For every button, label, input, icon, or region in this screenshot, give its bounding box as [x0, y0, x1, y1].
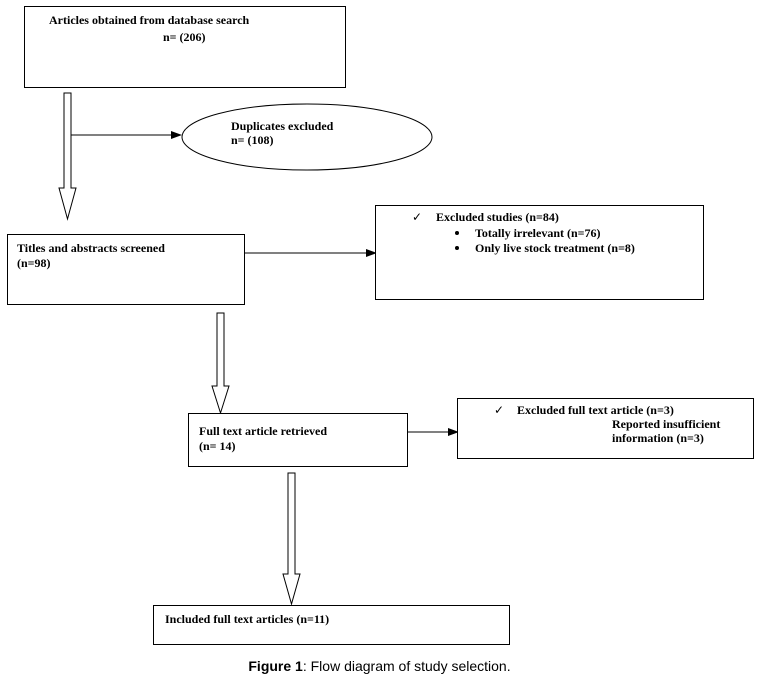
hollow-arrow-fulltext-to-included — [282, 472, 301, 606]
excluded-full-count: information (n=3) — [612, 431, 704, 445]
arrowhead-excluded-full — [448, 428, 459, 436]
excluded-studies-box — [375, 205, 704, 300]
excluded-studies-item: Only live stock treatment (n=8) — [475, 241, 635, 255]
figure-caption: Figure 1: Flow diagram of study selectio… — [0, 658, 759, 674]
titles-title: Titles and abstracts screened — [17, 241, 165, 255]
full-text-box — [188, 413, 408, 467]
excluded-full-box — [457, 398, 754, 459]
figure-label: Figure 1 — [248, 658, 303, 674]
hollow-arrow-search-to-titles — [58, 92, 77, 221]
included-title: Included full text articles (n=11) — [165, 612, 330, 626]
excluded-studies-item: Totally irrelevant (n=76) — [475, 226, 601, 240]
duplicates-ellipse — [181, 103, 433, 171]
full-text-title: Full text article retrieved — [199, 424, 328, 438]
arrowhead-excluded-studies — [366, 249, 377, 257]
arrowhead-duplicates — [171, 131, 182, 139]
check-icon: ✓ — [412, 210, 423, 224]
titles-count: (n=98) — [17, 256, 51, 270]
included-box — [153, 605, 510, 645]
search-count: n= (206) — [163, 30, 206, 44]
figure-caption-text: : Flow diagram of study selection. — [302, 658, 511, 674]
full-text-count: (n= 14) — [199, 439, 236, 453]
excluded-full-title: Excluded full text article (n=3) — [517, 403, 674, 417]
search-box — [24, 6, 346, 88]
duplicates-count: n= (108) — [231, 133, 274, 147]
excluded-full-reason: Reported insufficient — [612, 417, 721, 431]
titles-box — [7, 234, 245, 305]
check-icon: ✓ — [494, 403, 505, 417]
duplicates-title: Duplicates excluded — [231, 119, 334, 133]
bullet-icon — [455, 246, 459, 250]
bullet-icon — [455, 231, 459, 235]
search-title: Articles obtained from database search — [49, 13, 250, 27]
hollow-arrow-titles-to-fulltext — [211, 312, 230, 415]
excluded-studies-title: Excluded studies (n=84) — [436, 210, 559, 224]
